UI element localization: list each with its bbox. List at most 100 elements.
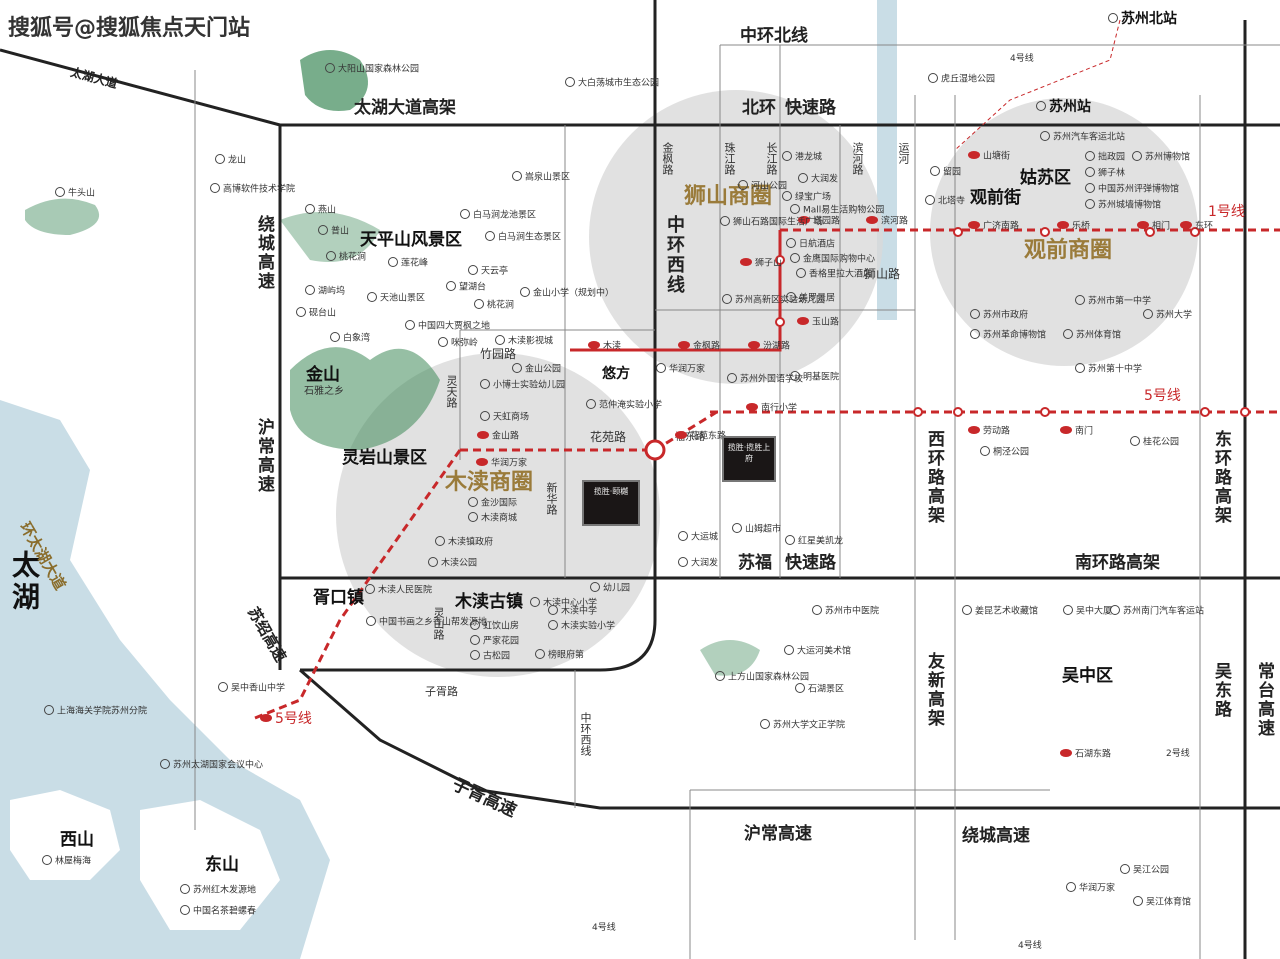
poi-marker-icon [656, 363, 666, 373]
poi-item: 上海海关学院苏州分院 [44, 705, 148, 717]
line2-label: 2号线 [1166, 749, 1190, 759]
shangfang-hill [700, 640, 760, 676]
poi-item: 虎丘湿地公园 [928, 73, 995, 85]
poi-name: 严家花园 [483, 636, 520, 647]
poi-marker-icon [180, 884, 190, 894]
poi-item: 姜昆艺术收藏馆 [962, 605, 1038, 617]
suzhou-station: 苏州站 [1036, 100, 1091, 114]
poi-name: 河山公园 [751, 181, 788, 192]
poi-marker-icon [548, 605, 558, 615]
project-panel-1: 揽胜·颐樾 [582, 480, 640, 526]
poi-name: 砚台山 [309, 308, 337, 319]
poi-name: 苏州体育馆 [1076, 330, 1122, 341]
poi-name: 木渎镇政府 [448, 537, 494, 548]
poi-marker-icon [786, 238, 796, 248]
poi-item: 古松园 [470, 650, 510, 662]
shishan-circle [589, 90, 883, 384]
metro-station: 塔园路 [798, 216, 840, 227]
metro-icon [476, 458, 488, 466]
poi-item: 天虹商场 [480, 411, 529, 423]
secondary-roads [194, 44, 1280, 959]
poi-name: 大白荡城市生态公园 [578, 78, 660, 89]
poi-name: 大润发 [691, 558, 719, 569]
poi-marker-icon [727, 373, 737, 383]
poi-name: 牛头山 [68, 188, 96, 199]
poi-item: 桂花公园 [1130, 436, 1179, 448]
poi-name: 中国四大贾枫之地 [418, 321, 491, 332]
xihuan-label: 西环路高架 [924, 430, 944, 525]
metro-icon [748, 341, 760, 349]
poi-item: 苏州革命博物馆 [970, 329, 1046, 341]
metro-icon [740, 258, 752, 266]
poi-name: 燕山 [318, 205, 337, 216]
poi-marker-icon [55, 187, 65, 197]
poi-name: 龙山 [228, 155, 247, 166]
poi-name: 华润万家 [1079, 883, 1116, 894]
poi-name: 湖屿坞 [318, 286, 346, 297]
taihu-label: 太湖 [8, 550, 41, 614]
poi-name: 木渎实验小学 [561, 621, 616, 632]
metro-station-name: 山塘街 [983, 151, 1011, 162]
poi-item: 湖屿坞 [305, 285, 346, 297]
poi-marker-icon [720, 216, 730, 226]
metro-station: 东环 [1180, 221, 1213, 232]
poi-item: 木渎中心小学 [530, 597, 597, 609]
poi-item: 咪弥岭 [438, 337, 479, 349]
poi-marker-icon [468, 265, 478, 275]
poi-marker-icon [812, 605, 822, 615]
jinfeng-road-label: 金枫路 [661, 142, 674, 175]
poi-item: 木渎影视城 [495, 335, 553, 347]
poi-item: 榜眼府第 [535, 649, 584, 661]
poi-name: 明基医院 [803, 372, 840, 383]
poi-name: 苏州大学 [1156, 310, 1193, 321]
metro-station: 南行小学 [746, 403, 797, 414]
zhujiang-road-label: 珠江路 [723, 142, 736, 175]
poi-name: 苏州市第一中学 [1088, 296, 1152, 307]
poi-marker-icon [798, 173, 808, 183]
metro-station-name: 滨河路 [881, 216, 909, 227]
poi-name: 北塔寺 [938, 196, 966, 207]
poi-item: 吴中香山中学 [218, 682, 285, 694]
poi-marker-icon [365, 584, 375, 594]
poi-item: 山姆超市 [732, 523, 781, 535]
poi-name: 上海海关学院苏州分院 [57, 706, 148, 717]
poi-marker-icon [722, 294, 732, 304]
poi-item: 桃花涧 [474, 299, 514, 311]
poi-item: 白马涧生态景区 [485, 231, 561, 243]
poi-item: 狮子林 [1085, 167, 1125, 179]
poi-item: 林屋梅海 [42, 855, 91, 867]
poi-marker-icon [1130, 436, 1140, 446]
poi-name: 天云亭 [481, 266, 509, 277]
poi-name: 咪弥岭 [451, 338, 479, 349]
xukou-label: 胥口镇 [313, 588, 364, 608]
mudu-circle [336, 353, 660, 677]
poi-name: 苏州南门汽车客运站 [1123, 606, 1205, 617]
poi-marker-icon [1120, 864, 1130, 874]
poi-marker-icon [366, 616, 376, 626]
poi-marker-icon [928, 73, 938, 83]
xinhua-road-label: 新华路 [545, 482, 558, 515]
poi-name: 苏州市政府 [983, 310, 1029, 321]
metro-icon [968, 221, 980, 229]
poi-name: 苏州市中医院 [825, 606, 880, 617]
metro-station-name: 汾湖路 [763, 341, 791, 352]
poi-marker-icon [732, 523, 742, 533]
poi-item: 苏州城墙博物馆 [1085, 199, 1162, 211]
metro-icon [968, 426, 980, 434]
poi-name: 大阳山国家森林公园 [338, 64, 420, 75]
metro-icon [1180, 221, 1192, 229]
poi-name: 苏州城墙博物馆 [1098, 200, 1162, 211]
poi-marker-icon [470, 650, 480, 660]
poi-marker-icon [512, 171, 522, 181]
metro-icon [746, 403, 758, 411]
poi-name: 金山小学（规划中） [533, 288, 615, 299]
metro-station: 相门 [1137, 221, 1170, 232]
poi-name: 金沙国际 [481, 498, 518, 509]
poi-name: 石湖景区 [808, 684, 845, 695]
line5-west-label: 5号线 [260, 712, 312, 726]
poi-marker-icon [790, 204, 800, 214]
poi-name: 白象湾 [343, 333, 371, 344]
poi-item: 幼儿园 [590, 582, 630, 594]
poi-marker-icon [790, 371, 800, 381]
